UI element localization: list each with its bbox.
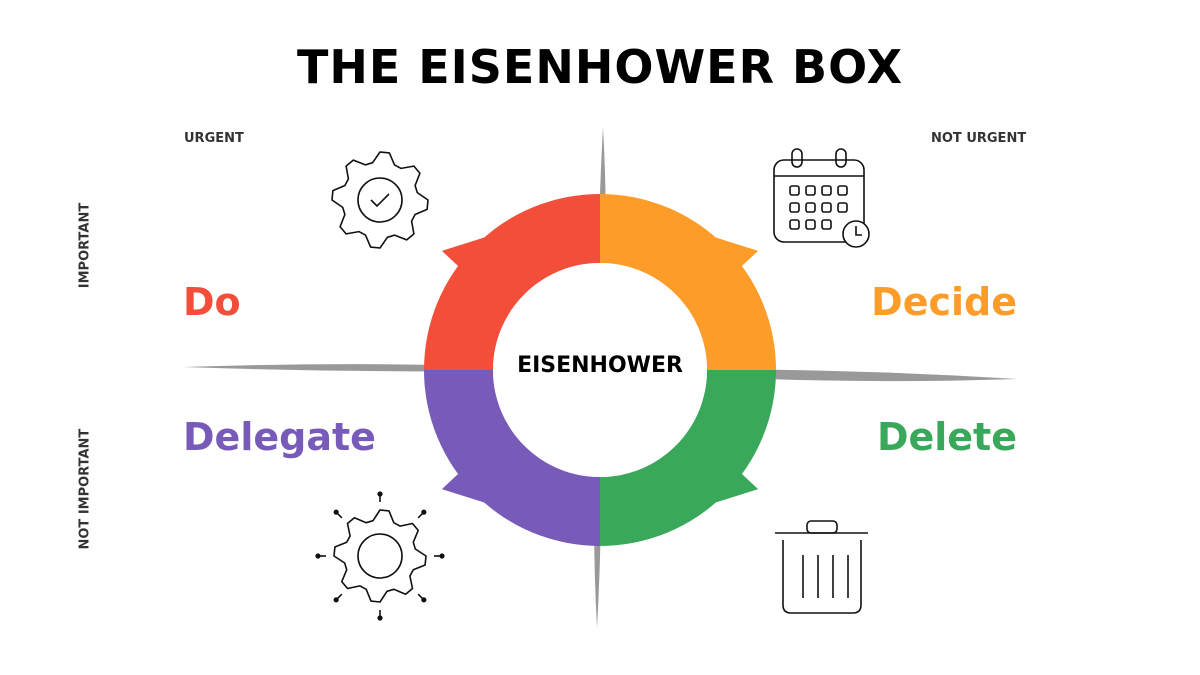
page-title: THE EISENHOWER BOX [296, 40, 904, 94]
ring-segment-delegate [424, 370, 600, 546]
quadrant-do: Do [183, 280, 241, 324]
calendar-clock-icon [773, 148, 870, 248]
quadrant-delegate: Delegate [183, 415, 376, 459]
gear-check-icon [331, 151, 429, 249]
ring-segment-do [424, 194, 600, 370]
ring-center [493, 263, 707, 477]
label-not-urgent: NOT URGENT [931, 131, 1027, 146]
ring-segment-delete [600, 370, 776, 546]
ring-segment-do-arrow [441, 232, 501, 271]
quadrant-delete: Delete [876, 415, 1017, 459]
ring-segment-delegate-arrow [441, 469, 501, 508]
ring-segment-decide [600, 194, 776, 370]
label-important: IMPORTANT [77, 202, 93, 289]
gear-arrows-icon [315, 491, 445, 621]
center-label: EISENHOWER [517, 353, 683, 378]
label-not-important: NOT IMPORTANT [77, 428, 93, 550]
quadrant-decide: Decide [871, 280, 1017, 324]
trash-icon [775, 520, 868, 614]
label-urgent: URGENT [184, 131, 244, 146]
ring-segment-delete-arrow [699, 469, 759, 508]
ring-segment-decide-arrow [699, 232, 759, 271]
